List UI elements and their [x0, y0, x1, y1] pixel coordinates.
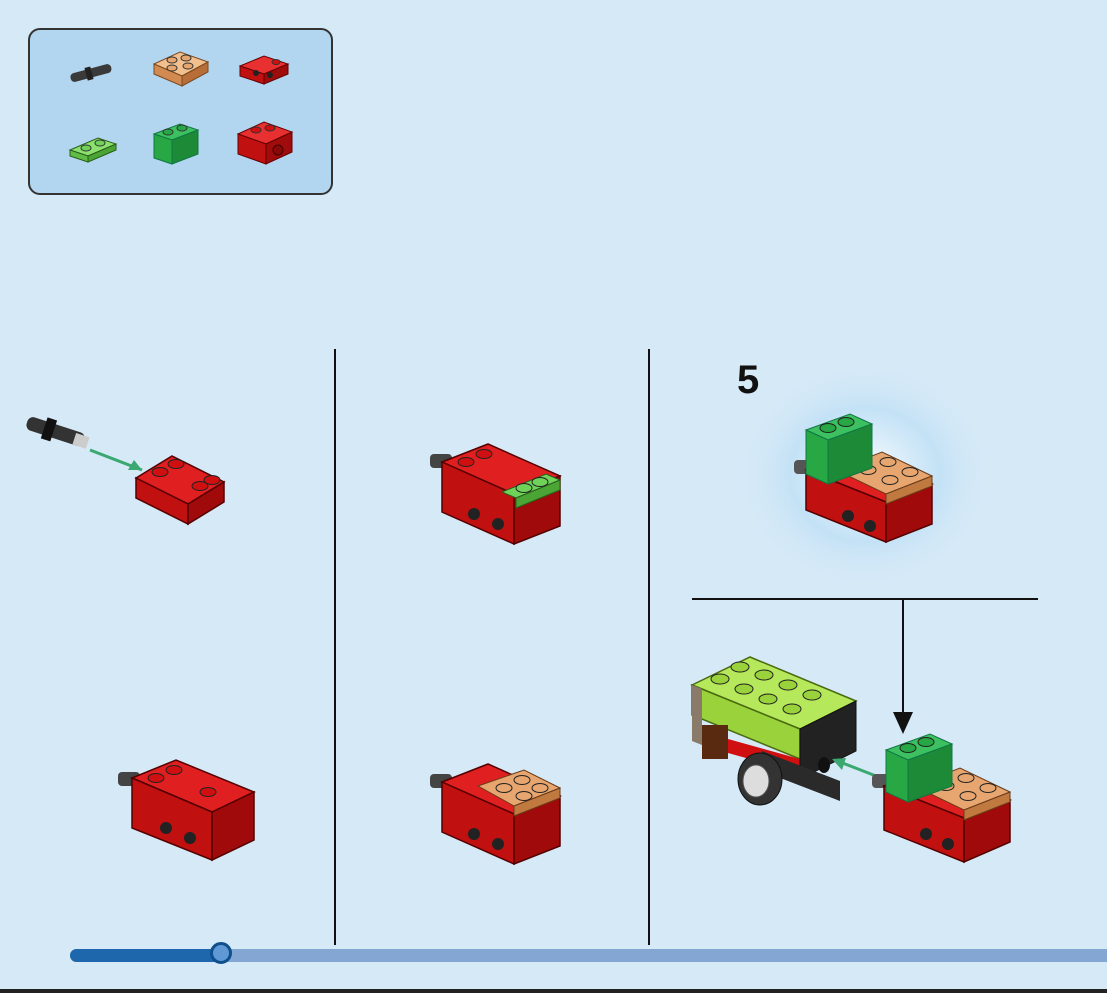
- bottom-edge-line: [0, 989, 1107, 993]
- down-arrow-shaft: [902, 599, 904, 717]
- progress-fill: [70, 949, 221, 962]
- part-red-bracket: [236, 50, 292, 86]
- part-green-brick: [150, 120, 202, 168]
- part-red-brick-pin-hole: [234, 118, 296, 168]
- subassembly-to-attach: [870, 730, 1020, 870]
- parts-list-box: [28, 28, 333, 195]
- part-lime-plate: [66, 132, 118, 166]
- step-separator-line: [692, 598, 1038, 600]
- progress-knob: [210, 942, 232, 964]
- part-black-pin: [68, 58, 118, 88]
- black-pin-icon: [25, 416, 90, 449]
- red-brick-icon: [136, 456, 224, 524]
- substep-bracket-attached: [116, 758, 262, 868]
- substep-insert-pin: [24, 412, 234, 530]
- substep-tan-plate-added: [428, 760, 568, 868]
- main-vehicle-model: [690, 655, 870, 815]
- completed-subassembly-glow: [740, 360, 990, 590]
- part-tan-plate: [150, 46, 212, 90]
- column-divider-1: [334, 349, 336, 945]
- column-divider-2: [648, 349, 650, 945]
- substep-lime-plate-added: [428, 440, 568, 548]
